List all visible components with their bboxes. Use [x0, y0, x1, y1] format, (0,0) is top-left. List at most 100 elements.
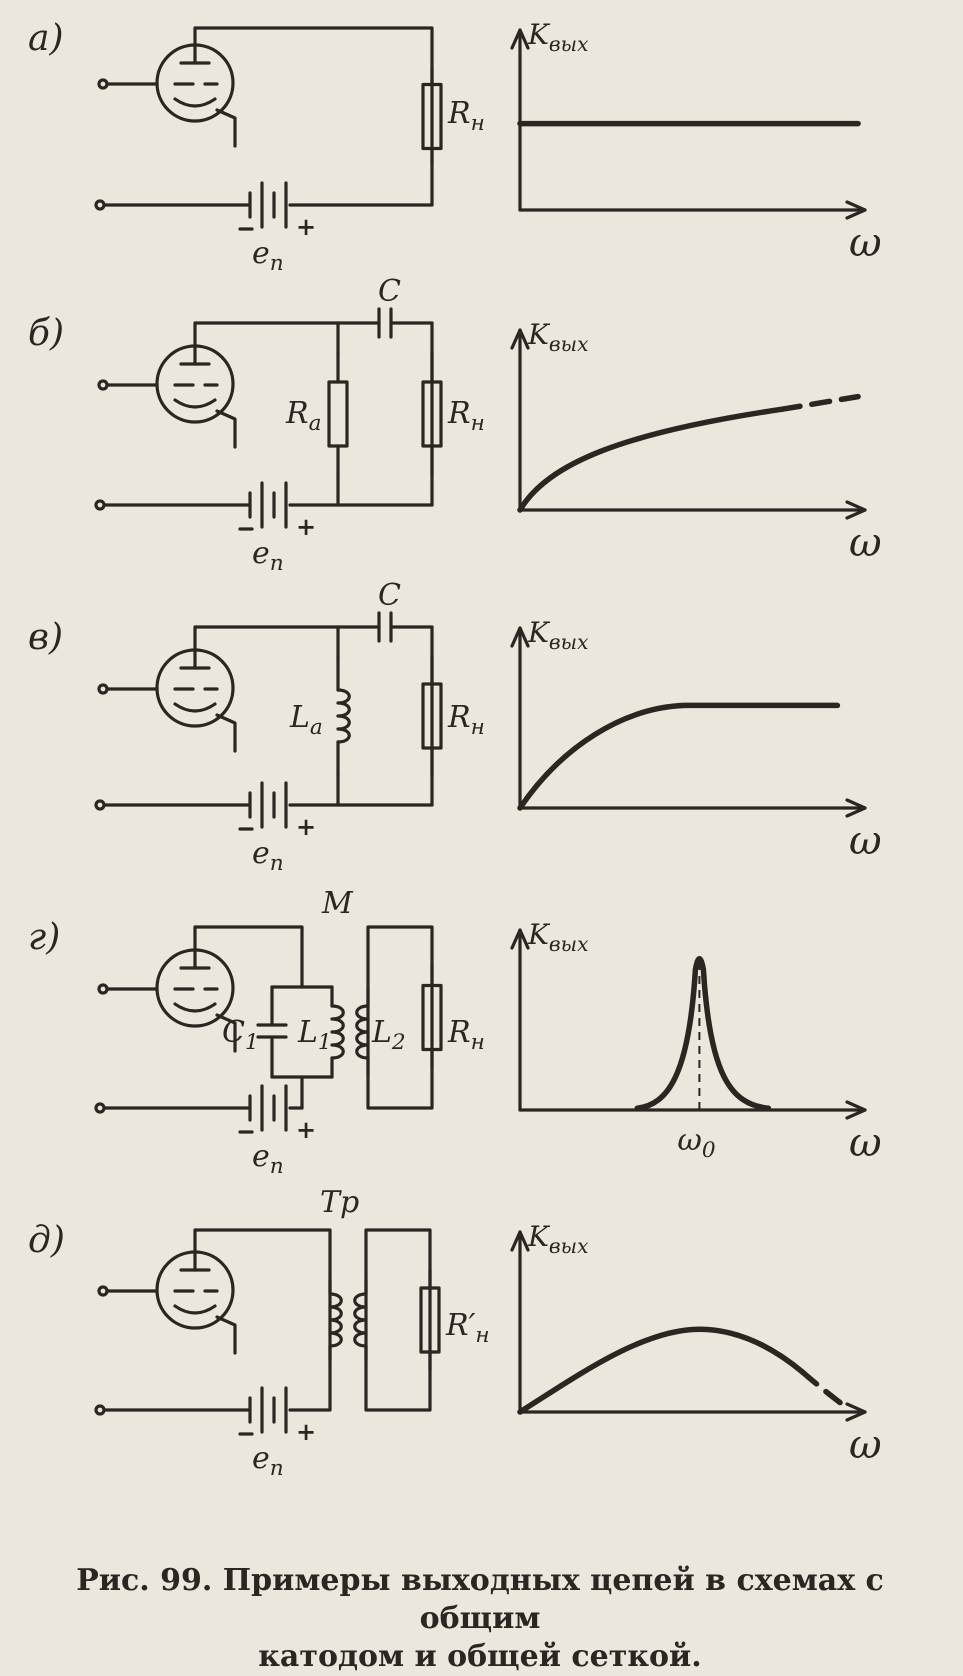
plus-sign: +: [296, 212, 316, 241]
load-resistor: [421, 965, 443, 1070]
tube-cathode: [173, 1304, 217, 1315]
shunt-resistor: [327, 351, 349, 477]
panel-label: г): [28, 917, 60, 958]
supply-label: eп: [252, 236, 284, 276]
plus-sign: +: [296, 812, 316, 841]
capacitor-label: C: [378, 578, 401, 613]
vacuum-tube: [97, 1250, 237, 1355]
x-axis-arrow: [845, 1100, 867, 1120]
x-axis-arrow: [845, 200, 867, 220]
tube-cathode: [173, 702, 217, 713]
resistor-body: [327, 380, 349, 448]
x-axis-label: ω: [849, 1120, 882, 1166]
input-terminal: [97, 1285, 109, 1297]
supply-label: eп: [252, 836, 284, 876]
x-axis-label: ω: [849, 520, 882, 566]
supply-label: eп: [252, 536, 284, 576]
tank-cap-label: C1: [222, 1015, 259, 1055]
y-axis-label: Kвых: [527, 616, 589, 654]
figure-caption: Рис. 99. Примеры выходных цепей в схемах…: [40, 1562, 920, 1676]
load-label: Rн: [447, 396, 485, 436]
load-label: Rн: [447, 700, 485, 740]
panel-a: а) + eп Rн Kвых ω: [28, 18, 882, 276]
load-resistor: [421, 351, 443, 477]
load-resistor: [421, 655, 443, 777]
load-resistor: [421, 66, 443, 167]
coil-turns: [336, 688, 351, 744]
x-axis-label: ω: [849, 220, 882, 266]
y-axis-label: Kвых: [527, 918, 589, 956]
caption-line-2: катодом и общей сеткой.: [258, 1639, 702, 1674]
response-curve-extension: [779, 393, 861, 412]
response-plot: Kвых ω: [510, 18, 882, 266]
primary-loop: [193, 1228, 332, 1412]
tube-cathode: [173, 97, 217, 108]
tank-coil: [330, 985, 345, 1079]
tank-coil-label: L1: [297, 1015, 332, 1055]
response-curve-extension: [800, 1369, 851, 1412]
shunt-coil: [336, 655, 351, 777]
plate-wire: [193, 321, 340, 348]
response-curve: [634, 956, 772, 1111]
supply-battery: + eп: [238, 1084, 316, 1179]
panel-label: д): [28, 1220, 65, 1261]
response-curve: [517, 1326, 806, 1415]
supply-label: eп: [252, 1441, 284, 1481]
cathode-lead: [215, 713, 237, 753]
coil-turns: [355, 1004, 370, 1060]
vacuum-tube: [97, 344, 237, 449]
tube-cathode: [173, 398, 217, 409]
shunt-label: Lа: [289, 700, 323, 740]
input-terminal: [97, 983, 109, 995]
secondary-coil: [355, 985, 370, 1079]
coupling-capacitor: [336, 611, 434, 643]
x-axis-arrow: [845, 500, 867, 520]
supply-battery: + eп: [238, 781, 316, 876]
coupling-capacitor: [336, 307, 434, 339]
primary-coil: [328, 1278, 343, 1362]
output-loop: [193, 26, 434, 207]
supply-battery: +eп: [238, 481, 316, 576]
response-plot: Kвых ω: [510, 318, 882, 566]
response-curve: [517, 406, 785, 513]
input-terminal: [97, 379, 109, 391]
load-label: Rн: [447, 1015, 485, 1055]
transformer-label: Tр: [320, 1185, 359, 1220]
capacitor-label: C: [378, 274, 401, 309]
cathode-lead: [215, 108, 237, 148]
input-terminal: [97, 683, 109, 695]
shunt-label: Rа: [285, 396, 321, 436]
y-axis-arrow: [510, 626, 530, 648]
load-label: Rн: [447, 96, 485, 136]
cathode-lead: [215, 1315, 237, 1355]
plus-sign: +: [296, 1115, 316, 1144]
caption-line-1: Рис. 99. Примеры выходных цепей в схемах…: [76, 1563, 884, 1636]
y-axis-label: Kвых: [527, 18, 589, 56]
secondary-label: L2: [371, 1015, 406, 1055]
panel-label: а): [28, 18, 64, 59]
cathode-lead: [215, 409, 237, 449]
plate-wire: [193, 625, 340, 652]
supply-battery: + eп: [238, 181, 316, 276]
plate-wire: [193, 925, 304, 989]
y-axis-label: Kвых: [527, 318, 589, 356]
x-axis-label: ω: [849, 818, 882, 864]
response-plot: Kвых ω: [510, 616, 882, 864]
cathode-lead: [215, 1013, 237, 1053]
load-label: R′н: [445, 1308, 490, 1348]
x-axis-arrow: [845, 1402, 867, 1422]
vacuum-tube: [97, 648, 237, 753]
input-terminal: [97, 78, 109, 90]
vacuum-tube: [97, 43, 237, 148]
y-axis-arrow: [510, 328, 530, 350]
coil-turns: [328, 1292, 343, 1348]
mutual-label: M: [321, 886, 354, 921]
supply-label: eп: [252, 1139, 284, 1179]
secondary-coil: [353, 1278, 368, 1362]
